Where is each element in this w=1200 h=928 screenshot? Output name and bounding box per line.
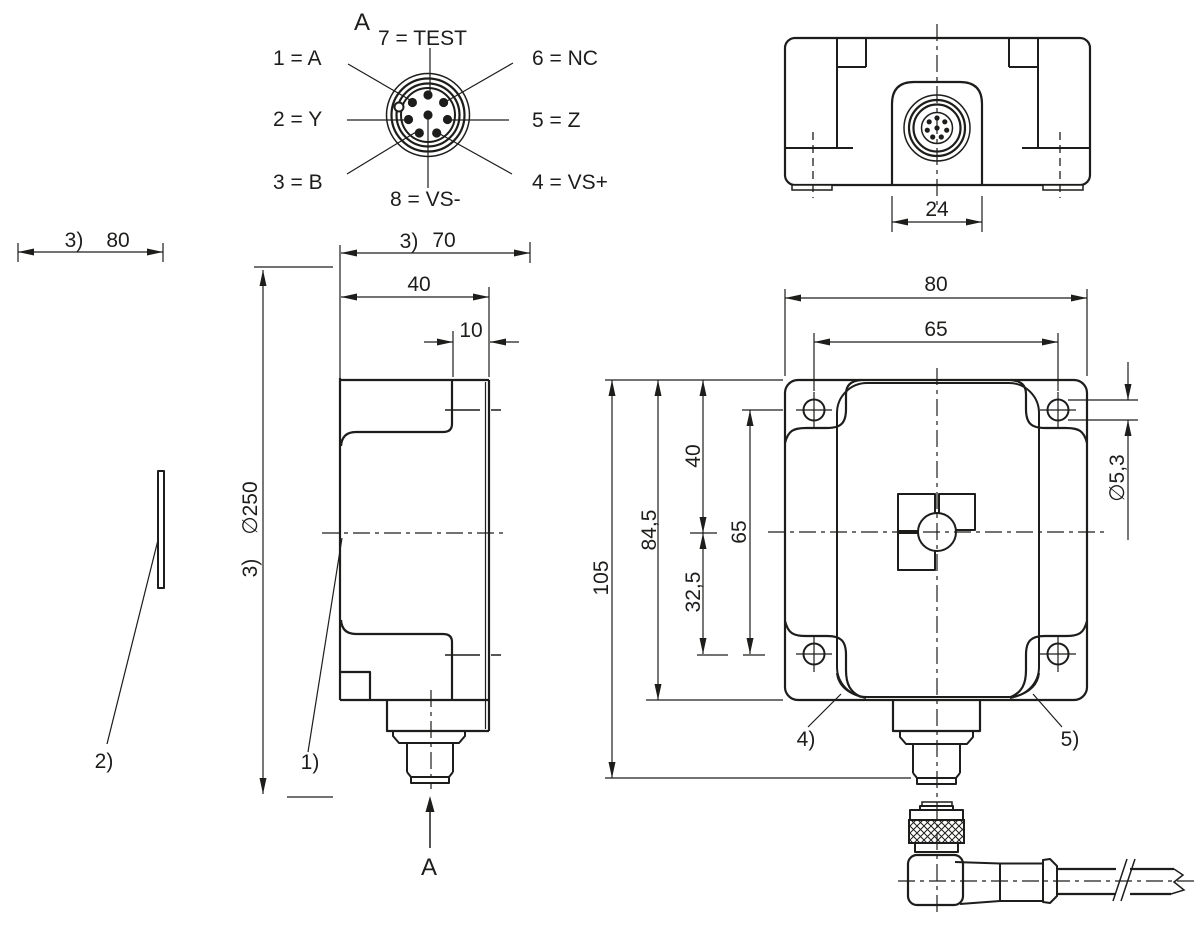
dim-84-5: 84,5 (638, 510, 661, 551)
section-arrow (425, 796, 435, 812)
right-angle-body (906, 853, 965, 907)
connector-tip-side (410, 776, 450, 784)
measuring-wheel-view: 3) 80 2) (17, 229, 165, 773)
section-label-a: A (421, 854, 437, 881)
cable-bushing-flange (1042, 858, 1058, 904)
pin-label-6: 6 = NC (532, 47, 598, 70)
dim-80-note-ref: 3) (65, 229, 84, 252)
mounting-holes (796, 392, 1076, 672)
dim-32-5: 32,5 (682, 572, 705, 613)
dim-65-vertical: 65 (728, 520, 751, 543)
dim-70: 70 (432, 229, 455, 252)
front-view: 4) 5) 80 65 105 84,5 40 32,5 65 ∅5,3 (590, 273, 1138, 913)
dim-105: 105 (590, 560, 613, 595)
mating-cable-connector (898, 801, 1195, 907)
pinout-connector-view: A 7 = TEST 1 = A 6 = NC 2 = Y 5 = Z 3 = … (273, 9, 608, 211)
side-view: 1) A 3) 70 40 10 ∅250 3) (239, 229, 531, 881)
dim-10: 10 (459, 319, 482, 342)
dim-70-note-ref: 3) (400, 230, 419, 253)
top-view: 24 (783, 24, 1092, 232)
dim-40-side: 40 (407, 273, 430, 296)
connector-boss-top (890, 80, 984, 185)
cable (1057, 867, 1116, 896)
top-view-connector-pins (924, 115, 950, 140)
housing-outline (783, 378, 1089, 702)
dim-65-horizontal: 65 (924, 318, 947, 341)
pin-label-3: 3 = B (273, 171, 323, 194)
pin-label-1: 1 = A (273, 47, 321, 70)
cable-break-symbol (1112, 858, 1136, 902)
pin-label-4: 4 = VS+ (532, 171, 608, 194)
pin-label-5: 5 = Z (532, 109, 581, 132)
keyway-notch (393, 101, 405, 113)
device-connector (891, 700, 982, 785)
dim-80-front: 80 (924, 273, 947, 296)
item-label-1: 1) (301, 751, 320, 774)
pin-label-7: 7 = TEST (378, 27, 467, 50)
cover-outline (836, 382, 1040, 698)
dim-40-front: 40 (682, 444, 705, 467)
wheel-plate (157, 470, 165, 589)
pinout-view-label: A (354, 9, 370, 36)
dim-dia-250-note-ref: 3) (239, 559, 262, 578)
dim-24: 24 (925, 198, 949, 221)
item-label-5: 5) (1061, 728, 1080, 751)
connector-pins (403, 90, 453, 138)
dim-hole-dia-5-3: ∅5,3 (1106, 454, 1129, 502)
pin-label-8: 8 = VS- (390, 188, 461, 211)
dim-80: 80 (106, 229, 129, 252)
item-label-4: 4) (797, 728, 816, 751)
pin-label-2: 2 = Y (273, 108, 322, 131)
item-label-2: 2) (95, 750, 114, 773)
connector-neck-side (392, 731, 466, 744)
knurled-ring (908, 819, 965, 844)
dim-dia-250: ∅250 (239, 481, 262, 534)
